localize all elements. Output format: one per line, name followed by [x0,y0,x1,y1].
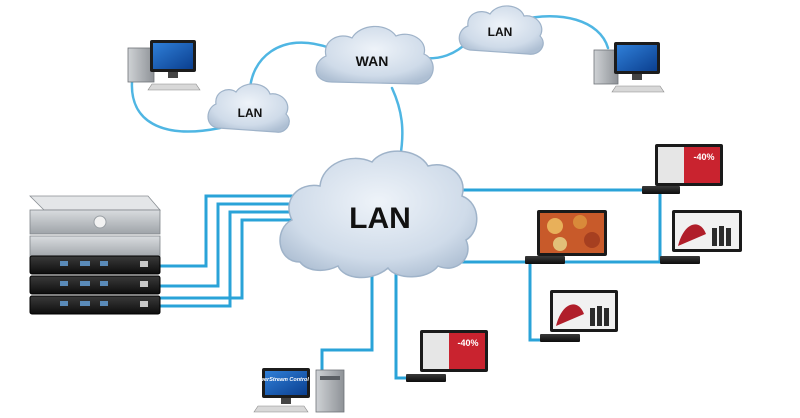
display-food [525,210,607,264]
pc-top-right [593,42,665,93]
cable-server-4 [158,218,292,300]
cable-lan-to-control-pc [320,266,374,374]
cloud-lan-right: LAN [458,5,544,55]
cloud-main-lan-label: LAN [349,202,411,235]
cable-wan-to-main-lan [390,86,404,160]
cloud-main-lan: LAN [279,150,478,279]
cloud-lan-left-label: LAN [238,106,263,120]
cable-lan-to-bottom-player [394,268,414,380]
cable-server-3 [158,210,294,308]
promo-text-top: -40% [693,152,714,162]
server-rack [29,195,161,315]
display-top-right: -40% [642,144,723,194]
promo-text-bottom: -40% [457,338,478,348]
cable-lan-left-to-wan [248,41,332,94]
cloud-wan-label: WAN [356,53,389,69]
display-bottom: -40% [406,330,488,382]
display-right-mid [660,210,742,264]
cloud-lan-right-label: LAN [488,25,513,39]
pc-top-left [127,40,201,91]
cable-server-1 [158,194,302,268]
display-middle [540,290,618,342]
cable-pc-left-to-lan-left [130,80,222,133]
cloud-wan: WAN [315,25,434,85]
control-pc: PowerStream Control SW [253,368,345,413]
control-software-label: PowerStream Control SW [253,377,320,383]
cable-server-2 [158,202,298,288]
cloud-lan-left: LAN [207,83,290,133]
cable-to-food-player [528,260,547,342]
